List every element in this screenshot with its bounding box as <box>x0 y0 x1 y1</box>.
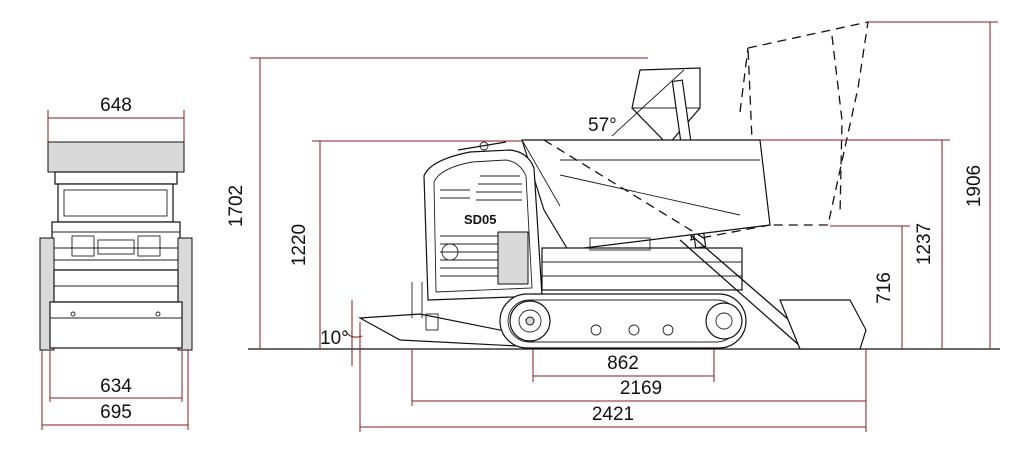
front-hopper-rim <box>54 171 178 185</box>
dim-dump-angle: 57° <box>588 115 617 136</box>
side-dimensions: 1702 1220 10° 57° 862 2169 2421 716 <box>226 21 998 432</box>
chassis-body <box>541 247 743 291</box>
engine-vent-grille <box>440 175 522 277</box>
idler-wheel <box>705 302 743 340</box>
engine-cab: SD05 <box>423 141 543 301</box>
brand-badge <box>441 243 459 261</box>
dim-height-1220: 1220 <box>289 224 310 266</box>
main-hopper <box>521 139 771 251</box>
track-belt <box>499 293 747 349</box>
front-bucket-lip <box>779 299 867 350</box>
dim-height-1702: 1702 <box>226 185 247 227</box>
dim-track-length: 2169 <box>620 378 662 399</box>
control-handle <box>457 141 507 151</box>
dim-approach-angle: 10° <box>320 328 349 349</box>
lift-arm <box>679 239 801 347</box>
dim-front-overall-width: 695 <box>100 402 132 423</box>
dim-front-top-width: 648 <box>100 95 132 116</box>
front-blade <box>49 301 183 349</box>
dim-track-contact: 862 <box>607 353 639 374</box>
front-frame <box>51 221 181 271</box>
track-assembly <box>499 293 747 349</box>
front-dimensions: 648 634 695 <box>41 95 189 430</box>
front-hopper-top <box>47 141 185 173</box>
side-panel-vent <box>497 231 529 285</box>
front-view <box>39 141 193 351</box>
dim-front-track-width: 634 <box>100 376 132 397</box>
model-label: SD05 <box>464 212 497 227</box>
dim-height-716: 716 <box>874 272 895 304</box>
dim-overall-length: 2421 <box>592 404 634 425</box>
dim-height-1906: 1906 <box>964 165 985 207</box>
dim-height-1237: 1237 <box>914 223 935 265</box>
chassis <box>541 235 867 350</box>
